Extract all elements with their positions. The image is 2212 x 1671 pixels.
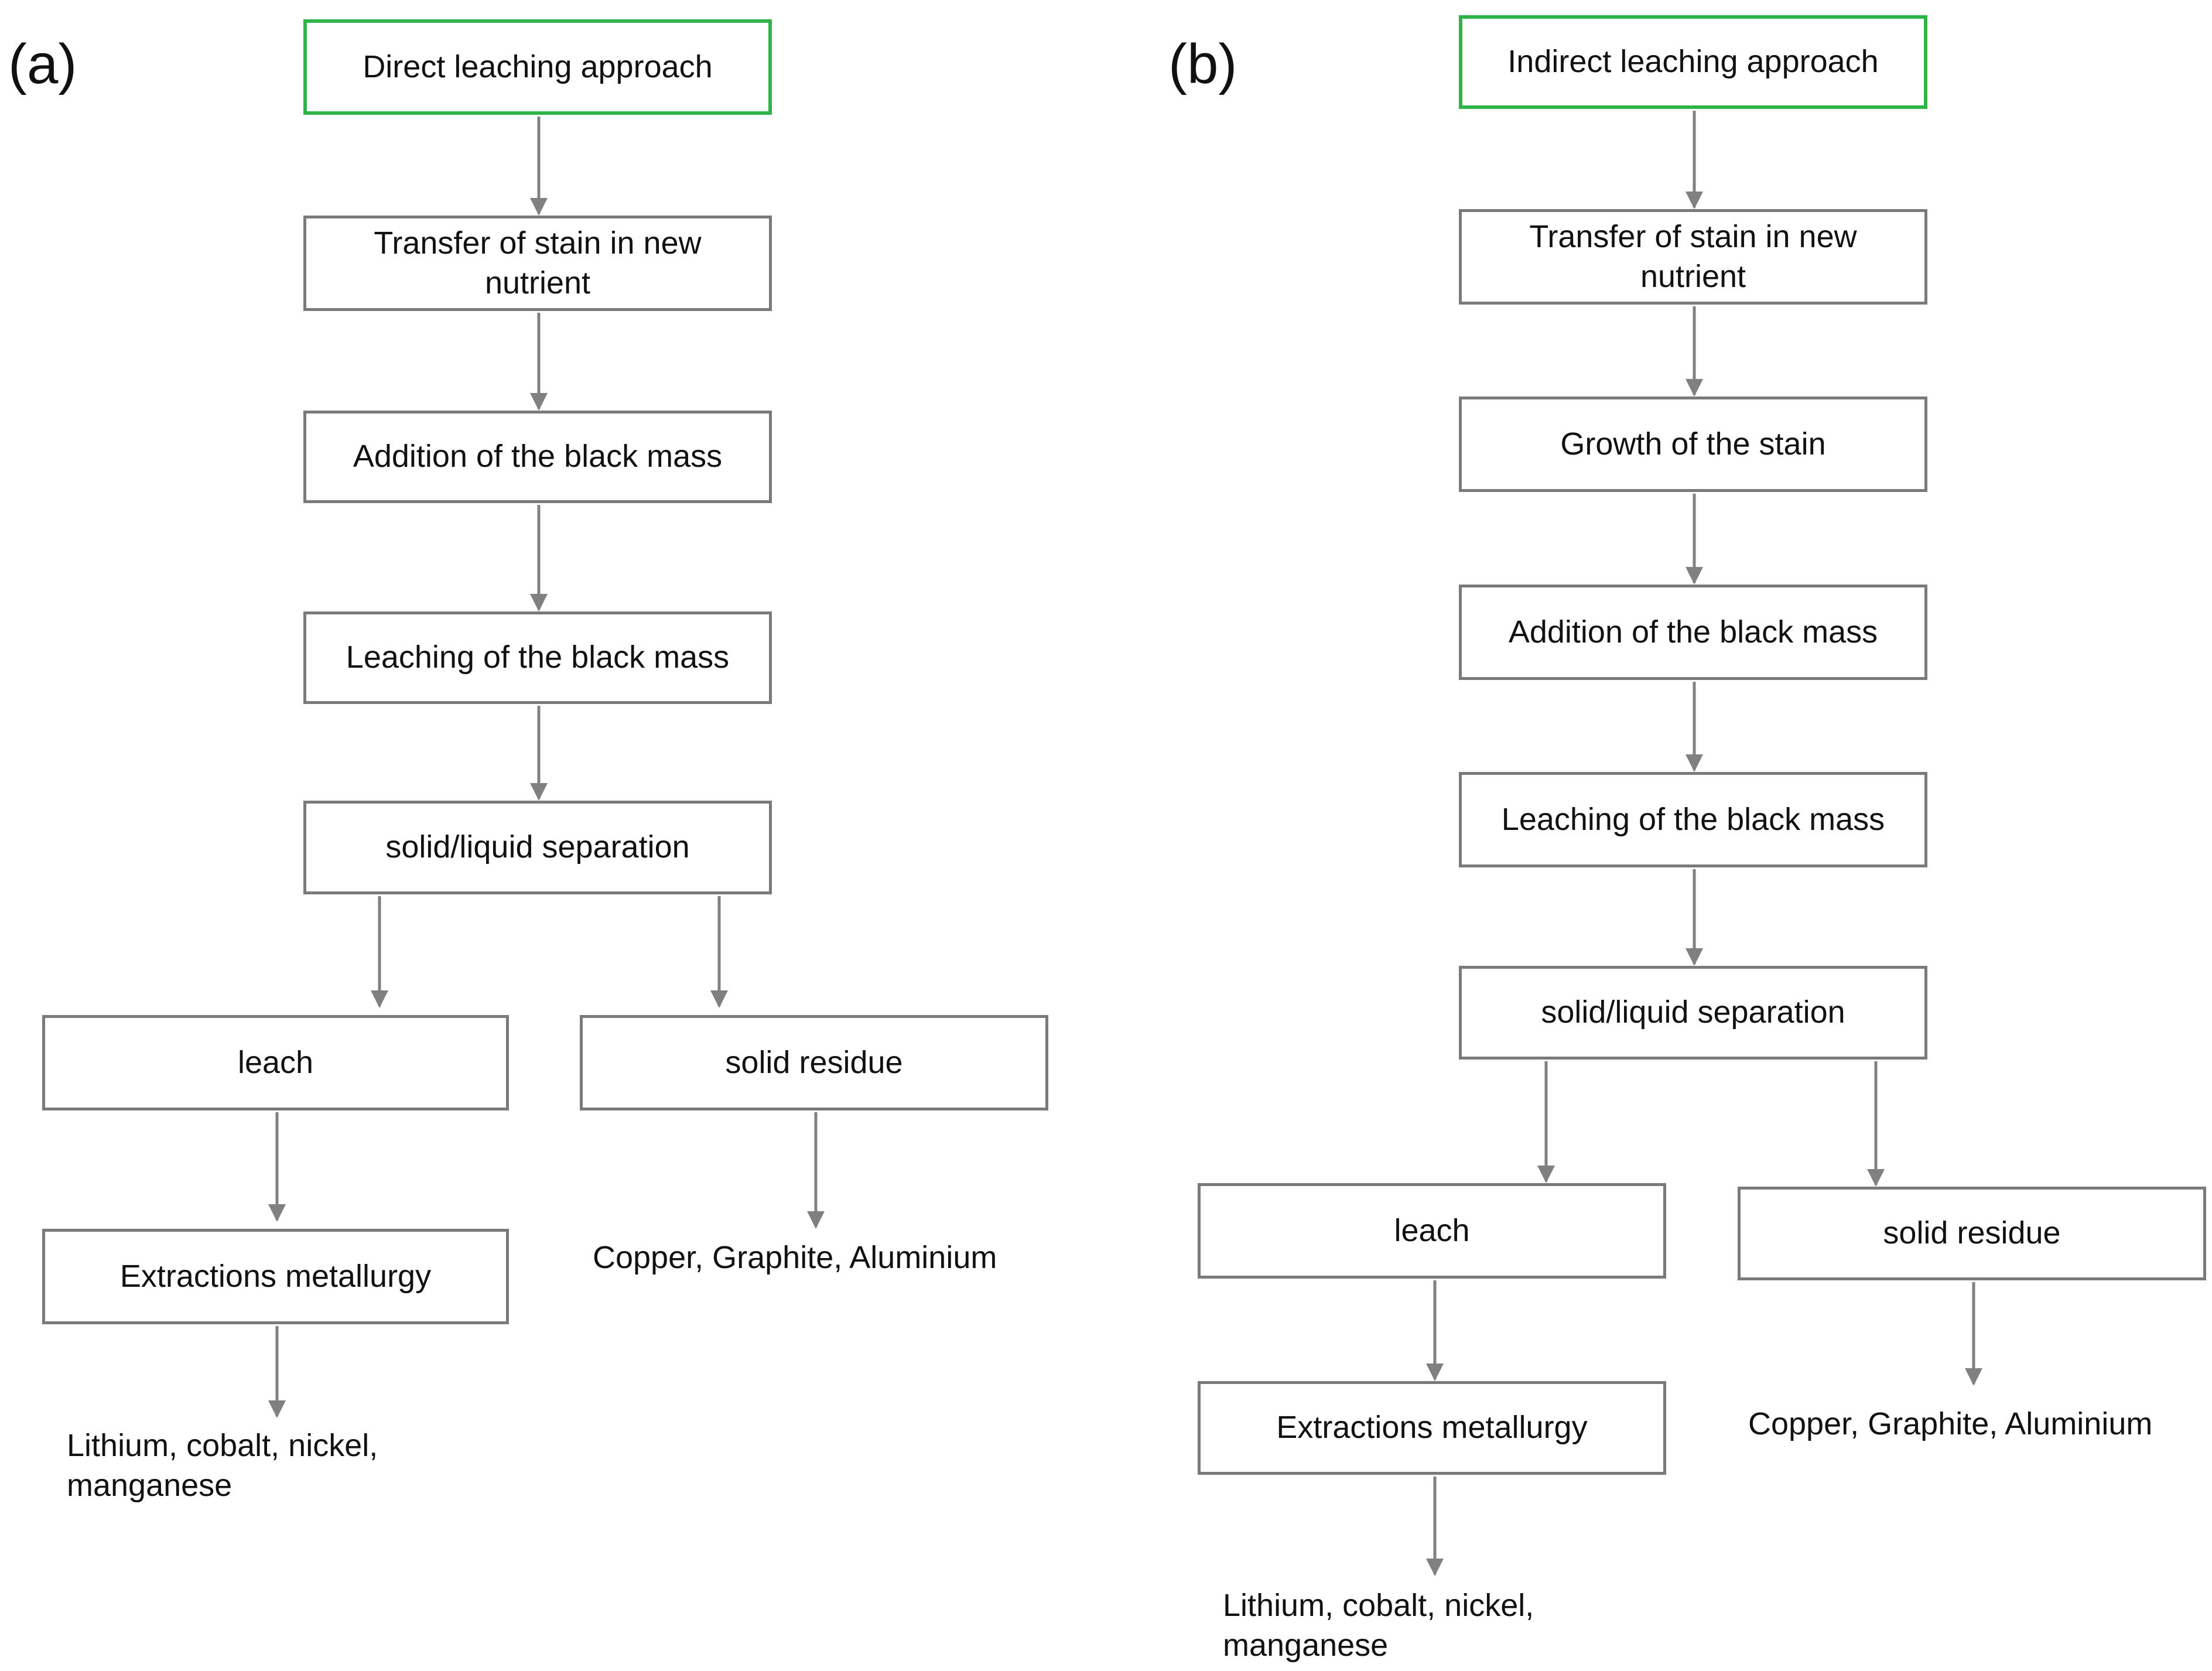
panel-b-extraction-box: Extractions metallurgy xyxy=(1198,1381,1666,1475)
panel-b-left-output: Lithium, cobalt, nickel, manganese xyxy=(1223,1588,1534,1663)
panel-a-right-output: Copper, Graphite, Aluminium xyxy=(593,1240,997,1275)
panel-b-step-transfer: Transfer of stain in new nutrient xyxy=(1459,209,1927,305)
panel-a-left-output: Lithium, cobalt, nickel, manganese xyxy=(67,1428,378,1503)
panel-b-step-addition: Addition of the black mass xyxy=(1459,585,1927,680)
panel-a-step-separation: solid/liquid separation xyxy=(303,801,772,894)
panel-b-step-separation: solid/liquid separation xyxy=(1459,966,1927,1060)
panel-b-step-leaching: Leaching of the black mass xyxy=(1459,772,1927,867)
panel-a-label: (a) xyxy=(8,33,77,95)
panel-b-right-output: Copper, Graphite, Aluminium xyxy=(1748,1406,2153,1441)
panel-a-solid-residue-box: solid residue xyxy=(580,1015,1048,1110)
panel-b-step-growth: Growth of the stain xyxy=(1459,397,1927,492)
panel-b-leach-box: leach xyxy=(1198,1183,1666,1279)
panel-b-label: (b) xyxy=(1168,33,1237,95)
panel-b-start-box: Indirect leaching approach xyxy=(1459,15,1927,109)
panel-a-leach-box: leach xyxy=(42,1015,509,1110)
panel-a-start-box: Direct leaching approach xyxy=(303,19,772,115)
panel-a-step-addition: Addition of the black mass xyxy=(303,411,772,503)
panel-a-extraction-box: Extractions metallurgy xyxy=(42,1229,509,1324)
panel-a-step-transfer: Transfer of stain in new nutrient xyxy=(303,216,772,311)
panel-a-step-leaching: Leaching of the black mass xyxy=(303,611,772,704)
panel-b-solid-residue-box: solid residue xyxy=(1738,1187,2206,1280)
